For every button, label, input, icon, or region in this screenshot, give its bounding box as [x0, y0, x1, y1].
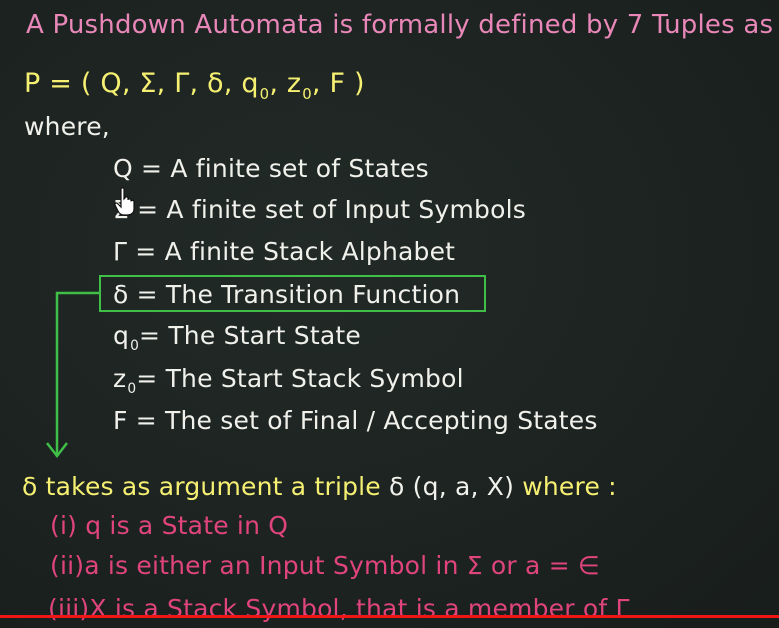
def-final-states: F = The set of Final / Accepting States [113, 406, 598, 435]
def-start-stack-symbol-sym: z [113, 364, 127, 393]
def-transition-function: δ = The Transition Function [113, 280, 461, 309]
item-iii-label: (iii) [48, 594, 90, 623]
video-progress-fill [0, 615, 779, 618]
delta-description: δ takes as argument a triple δ (q, a, X)… [22, 474, 617, 499]
item-i: (i) q is a State in Q [50, 513, 288, 538]
def-start-state-subscript: 0 [130, 338, 140, 355]
tuple-close: , F ) [311, 68, 365, 99]
def-start-stack-symbol: z0= The Start Stack Symbol [113, 366, 464, 397]
def-stack-alphabet: Γ = A finite Stack Alphabet [113, 237, 456, 266]
def-start-stack-symbol-text: = The Start Stack Symbol [136, 364, 464, 393]
def-start-stack-symbol-subscript: 0 [127, 381, 137, 398]
video-progress-bar[interactable] [0, 615, 779, 618]
transition-function-highlight-box [99, 275, 486, 312]
item-i-label: (i) [50, 511, 86, 540]
item-iii-text: X is a Stack Symbol, that is a member of… [89, 594, 630, 623]
tuple-definition: P = ( Q, Σ, Γ, δ, q0, z0, F ) [24, 70, 365, 102]
tuple-mid: , z [269, 68, 302, 99]
tuple-z-subscript: 0 [302, 84, 312, 103]
heading: A Pushdown Automata is formally defined … [26, 10, 774, 40]
item-ii: (ii)a is either an Input Symbol in Σ or … [50, 553, 600, 578]
item-ii-text: a is either an Input Symbol in Σ or a = … [84, 551, 600, 580]
tuple-q-subscript: 0 [259, 84, 270, 103]
def-input-symbols: Σ = A finite set of Input Symbols [113, 195, 526, 224]
delta-description-a: δ takes as argument a triple [22, 472, 390, 501]
hand-pointer-icon [114, 187, 135, 216]
delta-description-c: where : [514, 472, 617, 501]
delta-description-triple: δ (q, a, X) [389, 472, 515, 501]
where-label: where, [24, 112, 110, 141]
def-start-state-symbol: q [113, 321, 130, 350]
item-ii-label: (ii) [50, 551, 85, 580]
def-start-state: q0= The Start State [113, 323, 361, 354]
def-states: Q = A finite set of States [113, 154, 429, 183]
tuple-open: P = ( Q, Σ, Γ, δ, q [24, 68, 259, 99]
item-i-text: q is a State in Q [85, 511, 289, 540]
def-start-state-text: = The Start State [139, 321, 361, 350]
